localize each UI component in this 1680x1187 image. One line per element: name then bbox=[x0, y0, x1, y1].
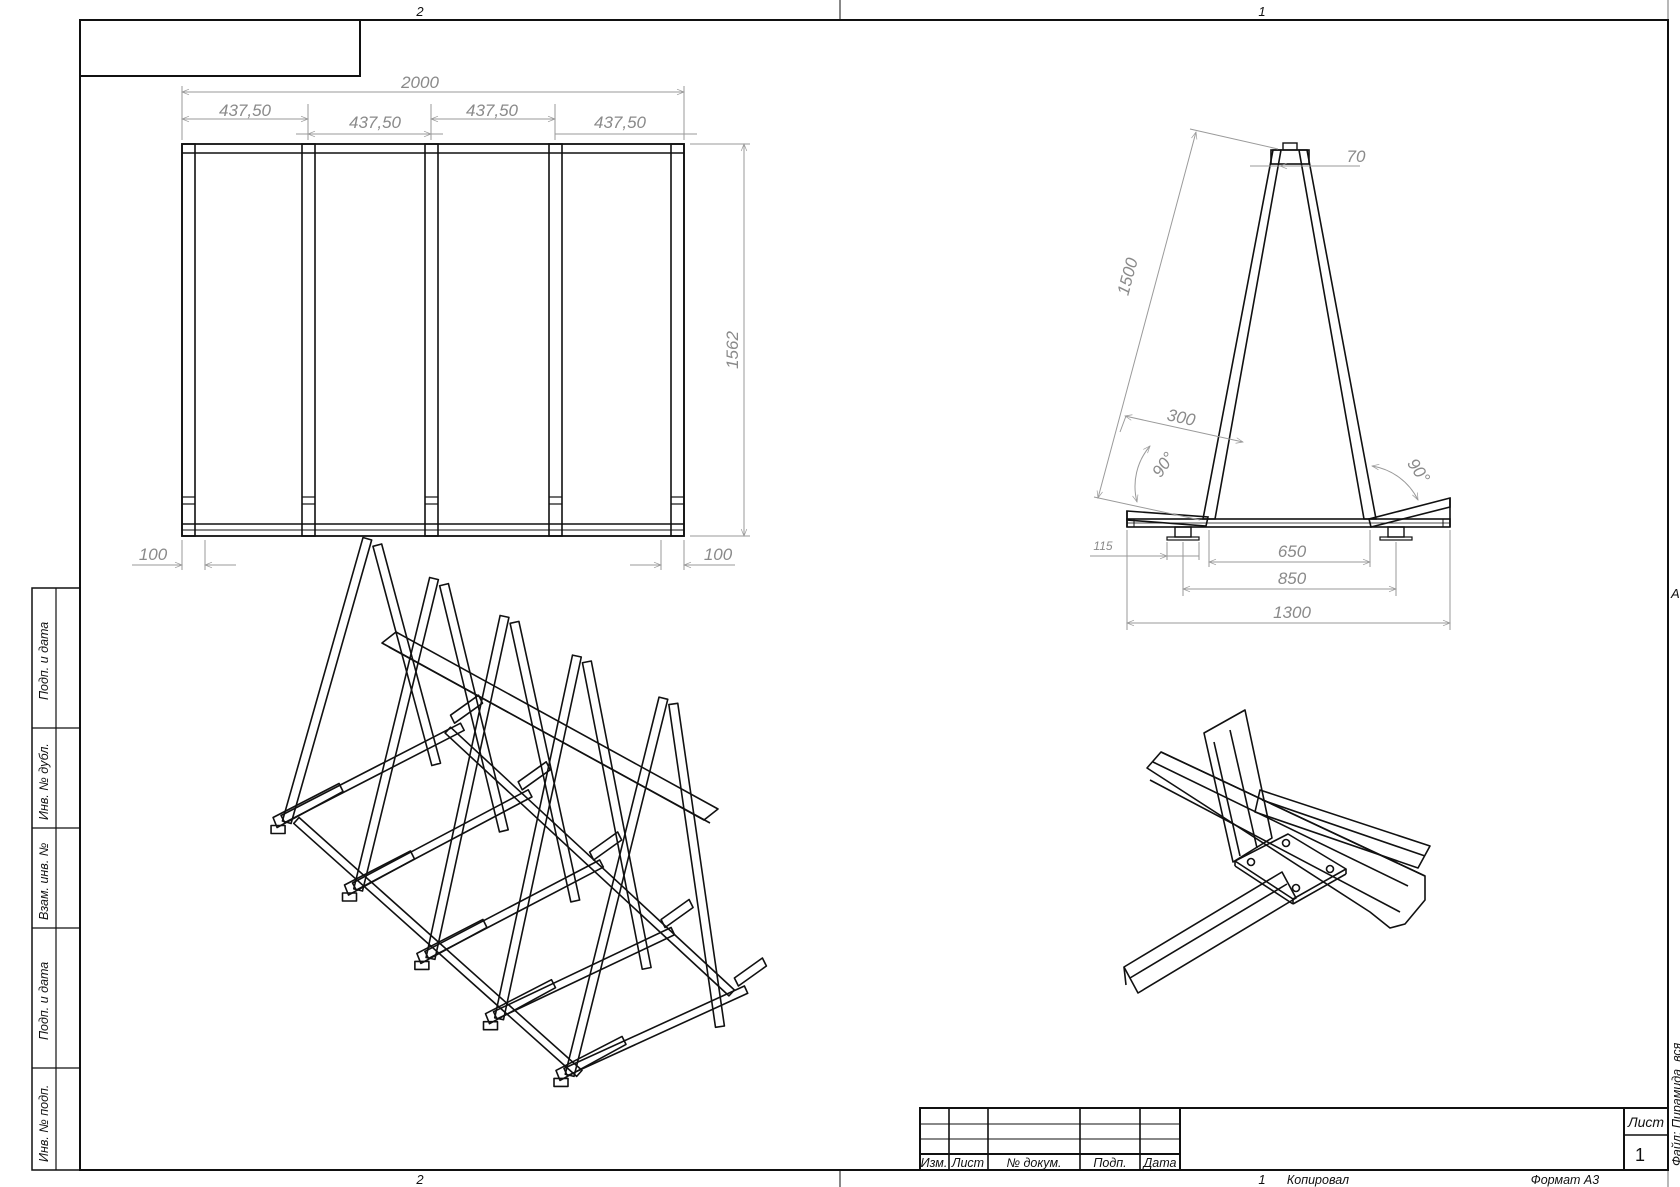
iso-leg-back-2 bbox=[438, 582, 510, 833]
footer-copied: Копировал bbox=[1287, 1173, 1349, 1187]
stamp-field-1: Подп. и дата bbox=[37, 622, 51, 700]
iso-base-rail-front bbox=[292, 816, 583, 1078]
zone-top-right: 1 bbox=[1258, 4, 1265, 19]
iso-arm-2 bbox=[343, 850, 416, 896]
front-post-3 bbox=[424, 143, 439, 537]
detail-view bbox=[1123, 709, 1431, 994]
iso-base-rail-back bbox=[444, 726, 736, 997]
stamp-field-3: Взам. инв. № bbox=[37, 842, 51, 920]
iso-arm-3 bbox=[416, 918, 488, 965]
iso-arm-4 bbox=[484, 978, 557, 1025]
iso-arm-5 bbox=[555, 1035, 627, 1082]
front-post-5 bbox=[670, 143, 685, 537]
tb-sheet-number: 1 bbox=[1635, 1145, 1645, 1165]
iso-leg-front-3 bbox=[425, 614, 510, 961]
front-post-2 bbox=[301, 143, 316, 537]
iso-arm-1 bbox=[272, 782, 344, 829]
dim-top-width: 70 bbox=[1347, 147, 1366, 166]
iso-foot-3 bbox=[414, 960, 430, 971]
iso-arm-back-3 bbox=[588, 831, 623, 861]
zone-bottom-left: 2 bbox=[415, 1172, 424, 1187]
iso-leg-back-4 bbox=[581, 660, 652, 971]
iso-arm-back-2 bbox=[517, 760, 552, 791]
iso-leg-front-1 bbox=[281, 536, 373, 825]
dim-leg-length: 1500 bbox=[1114, 255, 1142, 297]
iso-arm-back-5 bbox=[733, 957, 768, 987]
iso-foot-1 bbox=[270, 824, 286, 835]
iso-foot-5 bbox=[553, 1077, 569, 1088]
iso-base-beam-2 bbox=[351, 788, 533, 891]
dim-foot: 115 bbox=[1093, 539, 1112, 553]
dim-angle-left: 90° bbox=[1148, 449, 1178, 481]
dim-bay-4: 437,50 bbox=[594, 113, 647, 132]
iso-leg-back-3 bbox=[509, 620, 581, 903]
dim-overall-width: 2000 bbox=[400, 73, 439, 92]
tb-col-podp: Подп. bbox=[1093, 1156, 1126, 1170]
iso-base-beam-3 bbox=[424, 859, 605, 960]
sheet-frame bbox=[79, 0, 1669, 1187]
iso-leg-front-4 bbox=[493, 654, 583, 1021]
zone-top-left: 2 bbox=[415, 4, 424, 19]
tb-col-data: Дата bbox=[1142, 1156, 1177, 1170]
zone-bottom-right: 1 bbox=[1258, 1172, 1265, 1187]
front-view bbox=[181, 143, 685, 537]
iso-arm-back-4 bbox=[660, 898, 694, 929]
zone-right-edge: A bbox=[1670, 586, 1680, 601]
dim-left-offset: 100 bbox=[139, 545, 168, 564]
iso-leg-back-5 bbox=[668, 702, 726, 1029]
iso-foot-2 bbox=[341, 892, 358, 902]
dim-inner-span: 650 bbox=[1278, 542, 1307, 561]
stamp-field-2: Инв. № дубл. bbox=[37, 743, 51, 820]
iso-foot-4 bbox=[482, 1020, 499, 1031]
iso-leg-front-2 bbox=[352, 576, 440, 892]
side-stamp bbox=[31, 587, 81, 1171]
side-view-dims bbox=[1090, 128, 1451, 630]
dim-bay-2: 437,50 bbox=[349, 113, 402, 132]
iso-leg-back-1 bbox=[372, 543, 442, 767]
dim-height: 1562 bbox=[723, 331, 742, 369]
dim-bay-3: 437,50 bbox=[466, 101, 519, 120]
front-post-1 bbox=[181, 143, 196, 537]
front-post-4 bbox=[548, 143, 563, 537]
dim-bay-1: 437,50 bbox=[219, 101, 272, 120]
footer-format: Формат А3 bbox=[1531, 1173, 1599, 1187]
iso-leg-front-5 bbox=[564, 696, 669, 1078]
tb-col-doc: № докум. bbox=[1006, 1156, 1061, 1170]
iso-base-beam-1 bbox=[280, 722, 465, 824]
isometric-view bbox=[270, 536, 768, 1088]
dim-foot-span: 850 bbox=[1278, 569, 1307, 588]
tb-sheet-label: Лист bbox=[1627, 1114, 1664, 1130]
dim-angle-right: 90° bbox=[1403, 455, 1433, 487]
file-label: Файл: Пирамида_вся bbox=[1670, 1042, 1680, 1166]
iso-arm-back-1 bbox=[449, 694, 484, 725]
stamp-field-5: Инв. № подп. bbox=[37, 1085, 51, 1162]
dim-base-length: 1300 bbox=[1273, 603, 1311, 622]
stamp-field-4: Подп. и дата bbox=[37, 962, 51, 1040]
iso-base-beam-5 bbox=[563, 985, 749, 1077]
tb-col-list: Лист bbox=[951, 1156, 984, 1170]
top-left-box bbox=[79, 19, 361, 77]
front-view-dims bbox=[132, 86, 750, 570]
tb-col-izm: Изм. bbox=[921, 1156, 948, 1170]
dim-right-offset: 100 bbox=[704, 545, 733, 564]
title-block bbox=[919, 1107, 1669, 1171]
side-view bbox=[1126, 142, 1451, 541]
